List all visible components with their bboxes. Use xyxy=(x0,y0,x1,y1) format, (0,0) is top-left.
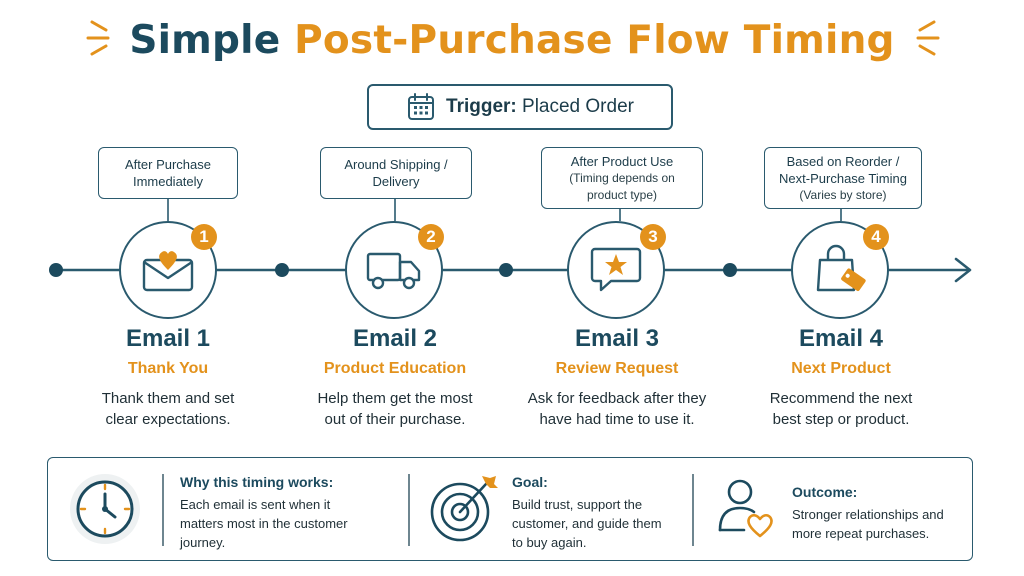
goal-line: customer, and guide them xyxy=(512,516,662,531)
timing-note: (Varies by store) xyxy=(799,187,887,202)
desc-line: Recommend the next xyxy=(769,390,913,407)
callout-connector xyxy=(167,199,169,221)
step-1-badge: 1 xyxy=(191,224,217,250)
why-line: Each email is sent when it xyxy=(180,497,331,512)
clock-icon xyxy=(70,474,140,544)
right-sparkle-decoration xyxy=(916,20,940,56)
trigger-label: Trigger: xyxy=(446,96,517,117)
step-4-badge: 4 xyxy=(863,224,889,250)
timing-line: Based on Reorder / xyxy=(786,153,900,169)
title-part2: Post-Purchase Flow Timing xyxy=(294,18,895,63)
calendar-icon xyxy=(408,93,435,120)
outcome-block: Outcome: Stronger relationships and more… xyxy=(792,484,968,543)
step-4-description: Recommend the next best step or product. xyxy=(731,388,951,430)
timing-line: Immediately xyxy=(132,174,204,189)
goal-line: Build trust, support the xyxy=(512,497,643,512)
goal-block: Goal: Build trust, support the customer,… xyxy=(512,474,688,552)
step-3-email-title: Email 3 xyxy=(574,325,660,352)
left-sparkle-decoration xyxy=(86,20,110,56)
step-4-email-title: Email 4 xyxy=(798,325,884,352)
outcome-line: Stronger relationships and xyxy=(792,507,944,522)
step-4-timing-callout: Based on Reorder / Next-Purchase Timing … xyxy=(764,147,922,209)
timing-line: Around Shipping / xyxy=(344,157,448,172)
timeline-dot xyxy=(275,263,289,277)
callout-connector xyxy=(619,209,621,221)
step-2-badge: 2 xyxy=(418,224,444,250)
panel-divider xyxy=(692,474,694,546)
timeline-dot xyxy=(499,263,513,277)
callout-connector xyxy=(394,199,396,221)
desc-line: Help them get the most xyxy=(317,390,473,407)
timing-line: After Product Use xyxy=(570,153,674,169)
step-1-email-name: Thank You xyxy=(127,360,209,377)
person-heart-icon xyxy=(718,479,773,538)
step-2-email-title: Email 2 xyxy=(352,325,438,352)
step-1-email-title: Email 1 xyxy=(125,325,211,352)
why-title: Why this timing works: xyxy=(180,474,334,490)
goal-text: Build trust, support the customer, and g… xyxy=(512,495,688,552)
step-3-badge: 3 xyxy=(640,224,666,250)
why-text: Each email is sent when it matters most … xyxy=(180,495,400,552)
outcome-line: more repeat purchases. xyxy=(792,526,930,541)
outcome-text: Stronger relationships and more repeat p… xyxy=(792,505,968,543)
why-line: journey. xyxy=(180,535,226,550)
why-line: matters most in the customer xyxy=(180,516,348,531)
timeline-dot xyxy=(723,263,737,277)
target-icon xyxy=(430,476,498,542)
desc-line: Ask for feedback after they xyxy=(527,390,707,407)
goal-title: Goal: xyxy=(512,474,548,490)
timing-line: (Timing depends on xyxy=(569,170,675,185)
step-3-timing-callout: After Product Use (Timing depends on pro… xyxy=(541,147,703,209)
page-title: Simple Post-Purchase Flow Timing xyxy=(0,18,1024,63)
desc-line: clear expectations. xyxy=(105,411,231,428)
panel-divider xyxy=(162,474,164,546)
trigger-box: Trigger: Placed Order xyxy=(367,84,673,130)
timing-line: Delivery xyxy=(372,174,420,189)
why-timing-block: Why this timing works: Each email is sen… xyxy=(180,474,400,552)
envelope-heart-icon xyxy=(142,251,194,292)
outcome-title: Outcome: xyxy=(792,484,858,500)
panel-divider xyxy=(408,474,410,546)
shopping-bag-tag-icon xyxy=(816,244,866,292)
step-2-timing-callout: Around Shipping / Delivery xyxy=(320,147,472,199)
desc-line: Thank them and set xyxy=(101,390,235,407)
trigger-value: Placed Order xyxy=(522,96,634,117)
desc-line: out of their purchase. xyxy=(324,411,466,428)
star-chat-icon xyxy=(590,247,642,292)
step-1-timing-callout: After Purchase Immediately xyxy=(98,147,238,199)
title-part1: Simple xyxy=(129,18,281,63)
step-1-description: Thank them and set clear expectations. xyxy=(58,388,278,430)
step-2-email-name: Product Education xyxy=(323,360,467,377)
step-1-circle xyxy=(119,221,217,319)
timeline-dot xyxy=(49,263,63,277)
step-3-description: Ask for feedback after they have had tim… xyxy=(507,388,727,430)
desc-line: best step or product. xyxy=(772,411,910,428)
truck-icon xyxy=(366,252,421,290)
goal-line: to buy again. xyxy=(512,535,587,550)
callout-connector xyxy=(840,209,842,221)
step-2-description: Help them get the most out of their purc… xyxy=(285,388,505,430)
desc-line: have had time to use it. xyxy=(539,411,695,428)
summary-panel xyxy=(47,457,973,561)
timing-note: product type) xyxy=(586,187,658,202)
timing-line: After Purchase xyxy=(125,157,211,172)
step-3-email-name: Review Request xyxy=(555,360,679,377)
step-4-email-name: Next Product xyxy=(791,360,891,377)
timing-line: Next-Purchase Timing xyxy=(779,170,907,186)
